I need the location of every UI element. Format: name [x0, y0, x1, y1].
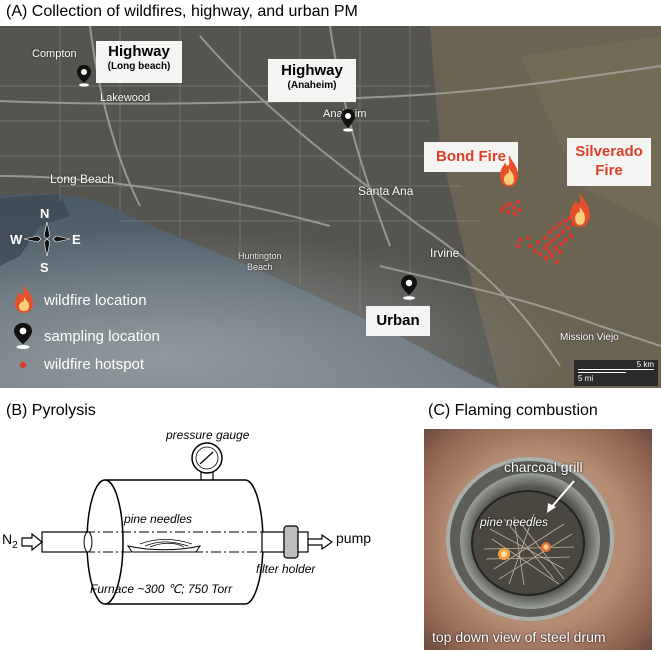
drum-caption: top down view of steel drum [432, 629, 606, 645]
panel-a-title: (A) Collection of wildfires, highway, an… [6, 3, 358, 20]
highway-anaheim-label: Highway (Anaheim) [268, 59, 356, 102]
fire-icon [500, 155, 518, 187]
highway-long-beach-label: Highway (Long beach) [96, 41, 182, 83]
place-compton: Compton [32, 48, 77, 60]
filter-holder-label: filter holder [256, 562, 316, 576]
fire-icon [570, 193, 590, 227]
panel-c-title: (C) Flaming combustion [428, 402, 598, 419]
compass-north: N [40, 206, 50, 221]
scale-mi: 5 mi [578, 374, 594, 383]
scale-bar: 5 km 5 mi [574, 360, 658, 386]
legend-wildfire-hotspot: wildfire hotspot [44, 356, 145, 373]
legend-fire-icon [15, 285, 33, 313]
legend-hotspot-icon [20, 362, 26, 368]
compass-east: E [72, 232, 81, 247]
wildfire-map: Compton Lakewood Long Beach Anaheim Sant… [0, 26, 661, 388]
bond-fire-label: Bond Fire [424, 142, 518, 172]
place-long-beach: Long Beach [50, 172, 115, 186]
map-pin-icon [401, 275, 417, 300]
place-mission-viejo: Mission Viejo [560, 332, 619, 343]
compass-west: W [10, 232, 23, 247]
panel-b-title: (B) Pyrolysis [6, 402, 96, 419]
legend-wildfire-location: wildfire location [44, 292, 147, 309]
pump-label: pump [336, 530, 372, 546]
compass-rose-icon [24, 222, 70, 256]
urban-label: Urban [366, 306, 430, 336]
compass-south: S [40, 260, 49, 275]
legend-sampling-location: sampling location [44, 328, 160, 345]
place-lakewood: Lakewood [100, 92, 151, 104]
map-pin-icon [341, 109, 355, 132]
pine-needles-label-c: pine needles [480, 515, 549, 529]
charcoal-grill-label: charcoal grill [504, 459, 583, 475]
scale-km: 5 km [636, 360, 654, 369]
pyrolysis-diagram [21, 442, 334, 605]
steel-drum-photo: charcoal grill pine needles top down vie… [424, 429, 652, 650]
place-santa-ana: Santa Ana [358, 184, 414, 198]
silverado-fire-label: Silverado Fire [567, 138, 651, 186]
place-huntington-beach: Huntington Beach [238, 251, 282, 272]
n2-label: N2 [2, 531, 18, 551]
furnace-label: Furnace ~300 ℃; 750 Torr [90, 582, 233, 596]
map-pin-icon [77, 65, 91, 87]
pressure-gauge-label: pressure gauge [166, 428, 250, 442]
legend-pin-icon [14, 323, 32, 349]
place-irvine: Irvine [430, 246, 460, 260]
drum-top-view-image [424, 429, 652, 650]
pine-needles-label-b: pine needles [124, 512, 193, 526]
